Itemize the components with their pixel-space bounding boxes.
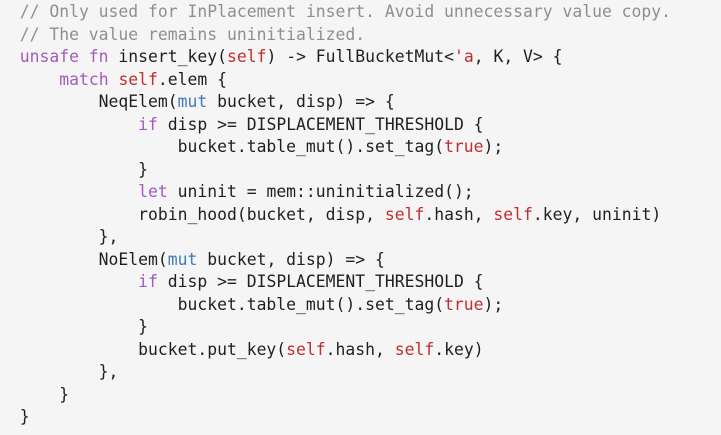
- code-token-plain: },: [0, 362, 119, 381]
- code-token-plain: disp >= DISPLACEMENT_THRESHOLD {: [157, 114, 484, 134]
- code-token-self: self: [226, 47, 267, 66]
- code-line: }: [0, 384, 721, 407]
- code-token-plain: robin_hood(bucket, disp,: [0, 204, 385, 224]
- code-line: match self.elem {: [0, 69, 721, 92]
- code-token-bool: true: [444, 294, 484, 314]
- code-token-mut: mut: [167, 249, 198, 269]
- code-token-plain: insert_key(: [118, 47, 227, 66]
- code-token-plain: );: [483, 294, 504, 314]
- code-token-plain: ) -> FullBucketMut<: [266, 47, 454, 66]
- code-token-plain: bucket.table_mut().set_tag(: [0, 137, 445, 156]
- code-token-plain: bucket, disp) => {: [207, 92, 395, 111]
- code-token-comment: // Only used for InPlacement insert. Avo…: [0, 2, 672, 21]
- code-token-plain: .elem {: [157, 69, 227, 89]
- code-token-lifetime: 'a: [453, 47, 474, 66]
- code-token-plain: uninit = mem::uninitialized();: [167, 182, 474, 201]
- code-line: }: [0, 406, 721, 429]
- code-token-plain: [0, 272, 138, 291]
- code-token-plain: }: [0, 159, 149, 179]
- code-token-plain: .hash,: [424, 204, 494, 224]
- code-line: if disp >= DISPLACEMENT_THRESHOLD {: [0, 271, 721, 294]
- code-token-self: self: [384, 204, 425, 224]
- code-token-plain: NoElem(: [0, 249, 168, 269]
- code-line: robin_hood(bucket, disp, self.hash, self…: [0, 204, 721, 227]
- code-token-plain: .key): [434, 339, 484, 359]
- code-token-plain: bucket.table_mut().set_tag(: [0, 294, 445, 314]
- code-token-plain: [0, 115, 138, 134]
- code-token-plain: , K, V> {: [473, 47, 563, 66]
- code-line: let uninit = mem::uninitialized();: [0, 181, 721, 204]
- code-token-keyword: match: [59, 69, 119, 89]
- code-line: if disp >= DISPLACEMENT_THRESHOLD {: [0, 114, 721, 137]
- code-token-plain: [0, 182, 138, 201]
- code-token-bool: true: [444, 137, 484, 156]
- code-token-self: self: [493, 204, 533, 224]
- code-token-keyword: let: [138, 182, 168, 201]
- code-line: },: [0, 226, 721, 249]
- code-token-plain: }: [0, 384, 70, 404]
- code-line: bucket.table_mut().set_tag(true);: [0, 136, 721, 159]
- code-token-plain: [0, 70, 59, 89]
- code-line: }: [0, 316, 721, 339]
- code-token-plain: );: [483, 137, 504, 156]
- code-line: NeqElem(mut bucket, disp) => {: [0, 91, 721, 114]
- code-token-comment: // The value remains uninitialized.: [0, 24, 366, 44]
- code-line: NoElem(mut bucket, disp) => {: [0, 249, 721, 272]
- code-token-mut: mut: [177, 92, 208, 111]
- code-token-plain: }: [0, 317, 149, 336]
- code-token-plain: .hash,: [325, 339, 395, 359]
- code-token-plain: bucket, disp) => {: [197, 249, 385, 269]
- code-token-self: self: [118, 69, 158, 89]
- code-line: bucket.table_mut().set_tag(true);: [0, 294, 721, 317]
- code-token-keyword: if: [138, 272, 158, 291]
- code-line: },: [0, 361, 721, 384]
- code-token-keyword: if: [138, 114, 158, 134]
- code-line: unsafe fn insert_key(self) -> FullBucket…: [0, 46, 721, 69]
- code-token-plain: .key, uninit): [532, 204, 662, 224]
- code-token-plain: NeqElem(: [0, 92, 178, 111]
- code-token-keyword: unsafe fn: [0, 47, 119, 66]
- code-token-plain: }: [0, 407, 30, 426]
- code-token-self: self: [394, 339, 435, 359]
- code-line: // The value remains uninitialized.: [0, 24, 721, 47]
- code-token-plain: disp >= DISPLACEMENT_THRESHOLD {: [157, 272, 484, 291]
- code-line: // Only used for InPlacement insert. Avo…: [0, 1, 721, 24]
- code-line: bucket.put_key(self.hash, self.key): [0, 339, 721, 362]
- code-line: }: [0, 159, 721, 182]
- code-token-plain: bucket.put_key(: [0, 339, 287, 359]
- code-token-plain: },: [0, 227, 119, 246]
- code-token-self: self: [286, 339, 326, 359]
